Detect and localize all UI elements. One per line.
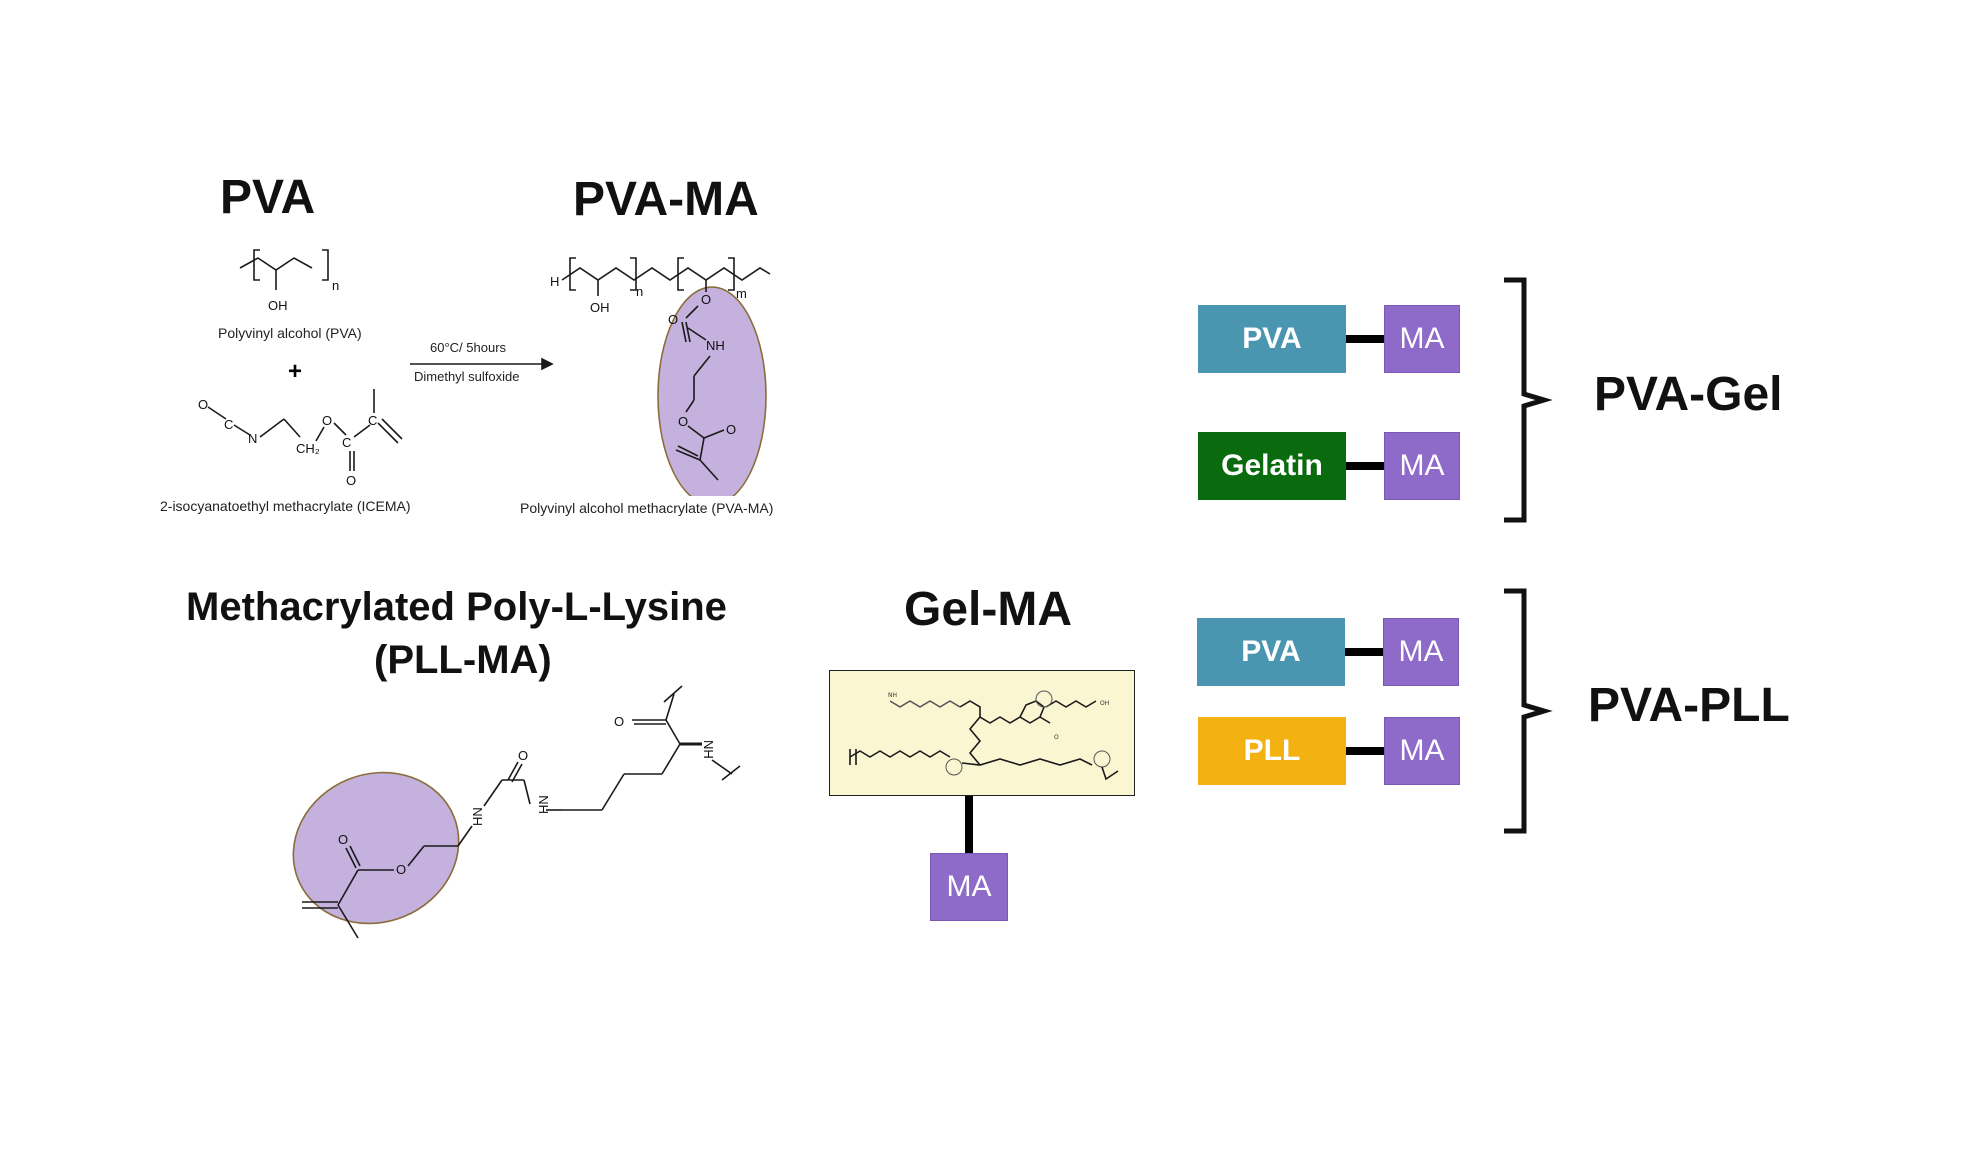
- svg-text:NH: NH: [706, 338, 725, 353]
- pva-gel-pva-box: PVA: [1198, 305, 1346, 373]
- svg-text:O: O: [1054, 734, 1059, 741]
- icema-caption: 2-isocyanatoethyl methacrylate (ICEMA): [160, 498, 411, 514]
- svg-text:O: O: [614, 714, 624, 729]
- svg-text:O: O: [668, 312, 678, 327]
- pva-structure: OH n: [239, 249, 339, 313]
- pva-ma-structure: H OH n m O O NH O O: [550, 257, 771, 496]
- pva-pll-brace: [1504, 588, 1553, 834]
- svg-text:O: O: [396, 862, 406, 877]
- svg-text:H: H: [550, 274, 559, 289]
- svg-text:HN: HN: [536, 795, 551, 814]
- svg-text:O: O: [701, 292, 711, 307]
- svg-text:m: m: [736, 286, 747, 301]
- pva-caption: Polyvinyl alcohol (PVA): [218, 325, 362, 341]
- svg-text:NH: NH: [701, 740, 716, 759]
- pva-title: PVA: [220, 171, 316, 224]
- svg-text:n: n: [332, 278, 339, 293]
- svg-text:O: O: [322, 413, 332, 428]
- reaction-conditions-top: 60°C/ 5hours: [430, 340, 507, 355]
- reaction-arrow: [410, 357, 554, 371]
- pva-gel-gelatin-ma-box: MA: [1384, 432, 1460, 500]
- svg-text:C: C: [342, 435, 351, 450]
- svg-text:OH: OH: [268, 298, 288, 313]
- pva-gel-pva-ma-box: MA: [1384, 305, 1460, 373]
- pll-ma-structure: O O HN O HN O NH: [292, 685, 741, 939]
- pva-gel-pva-link: [1346, 335, 1384, 343]
- svg-text:OH: OH: [590, 300, 610, 315]
- methacrylate-highlight: [292, 771, 460, 925]
- gel-ma-ma-box: MA: [930, 853, 1008, 921]
- svg-text:n: n: [636, 284, 643, 299]
- svg-text:HN: HN: [470, 807, 485, 826]
- svg-text:O: O: [346, 473, 356, 488]
- gelatin-peptide-structure: NH OH O: [849, 690, 1119, 781]
- pll-ma-title-line1: Methacrylated Poly-L-Lysine: [186, 585, 727, 629]
- pva-pll-pva-ma-box: MA: [1383, 618, 1459, 686]
- svg-text:C: C: [368, 413, 377, 428]
- pva-ma-caption: Polyvinyl alcohol methacrylate (PVA-MA): [520, 500, 774, 516]
- svg-text:O: O: [518, 748, 528, 763]
- plus-sign: +: [288, 358, 303, 385]
- pva-ma-title: PVA-MA: [573, 173, 759, 226]
- reaction-conditions-bottom: Dimethyl sulfoxide: [414, 369, 520, 384]
- pva-pll-pva-link: [1345, 648, 1383, 656]
- pva-pll-pll-link: [1346, 747, 1384, 755]
- gel-ma-connector: [965, 796, 973, 854]
- pva-gel-gelatin-link: [1346, 462, 1384, 470]
- pva-pll-pva-box: PVA: [1197, 618, 1345, 686]
- svg-text:C: C: [224, 417, 233, 432]
- svg-text:O: O: [726, 422, 736, 437]
- pva-gel-gelatin-box: Gelatin: [1198, 432, 1346, 500]
- pva-pll-label: PVA-PLL: [1588, 679, 1790, 732]
- svg-text:NH: NH: [888, 692, 897, 699]
- svg-text:O: O: [198, 397, 208, 412]
- svg-text:CH₂: CH₂: [296, 441, 320, 456]
- svg-text:N: N: [248, 431, 257, 446]
- pva-pll-pll-ma-box: MA: [1384, 717, 1460, 785]
- gel-ma-title: Gel-MA: [904, 583, 1072, 636]
- gelatin-structure-box: NH OH O: [829, 670, 1135, 796]
- icema-structure: O C N CH₂ O C O C: [198, 389, 403, 488]
- svg-text:O: O: [678, 414, 688, 429]
- pva-gel-label: PVA-Gel: [1594, 368, 1783, 421]
- pva-gel-brace: [1504, 277, 1553, 523]
- svg-text:OH: OH: [1100, 700, 1109, 707]
- pva-pll-pll-box: PLL: [1198, 717, 1346, 785]
- pll-ma-title-line2: (PLL-MA): [374, 638, 552, 682]
- svg-text:O: O: [338, 832, 348, 847]
